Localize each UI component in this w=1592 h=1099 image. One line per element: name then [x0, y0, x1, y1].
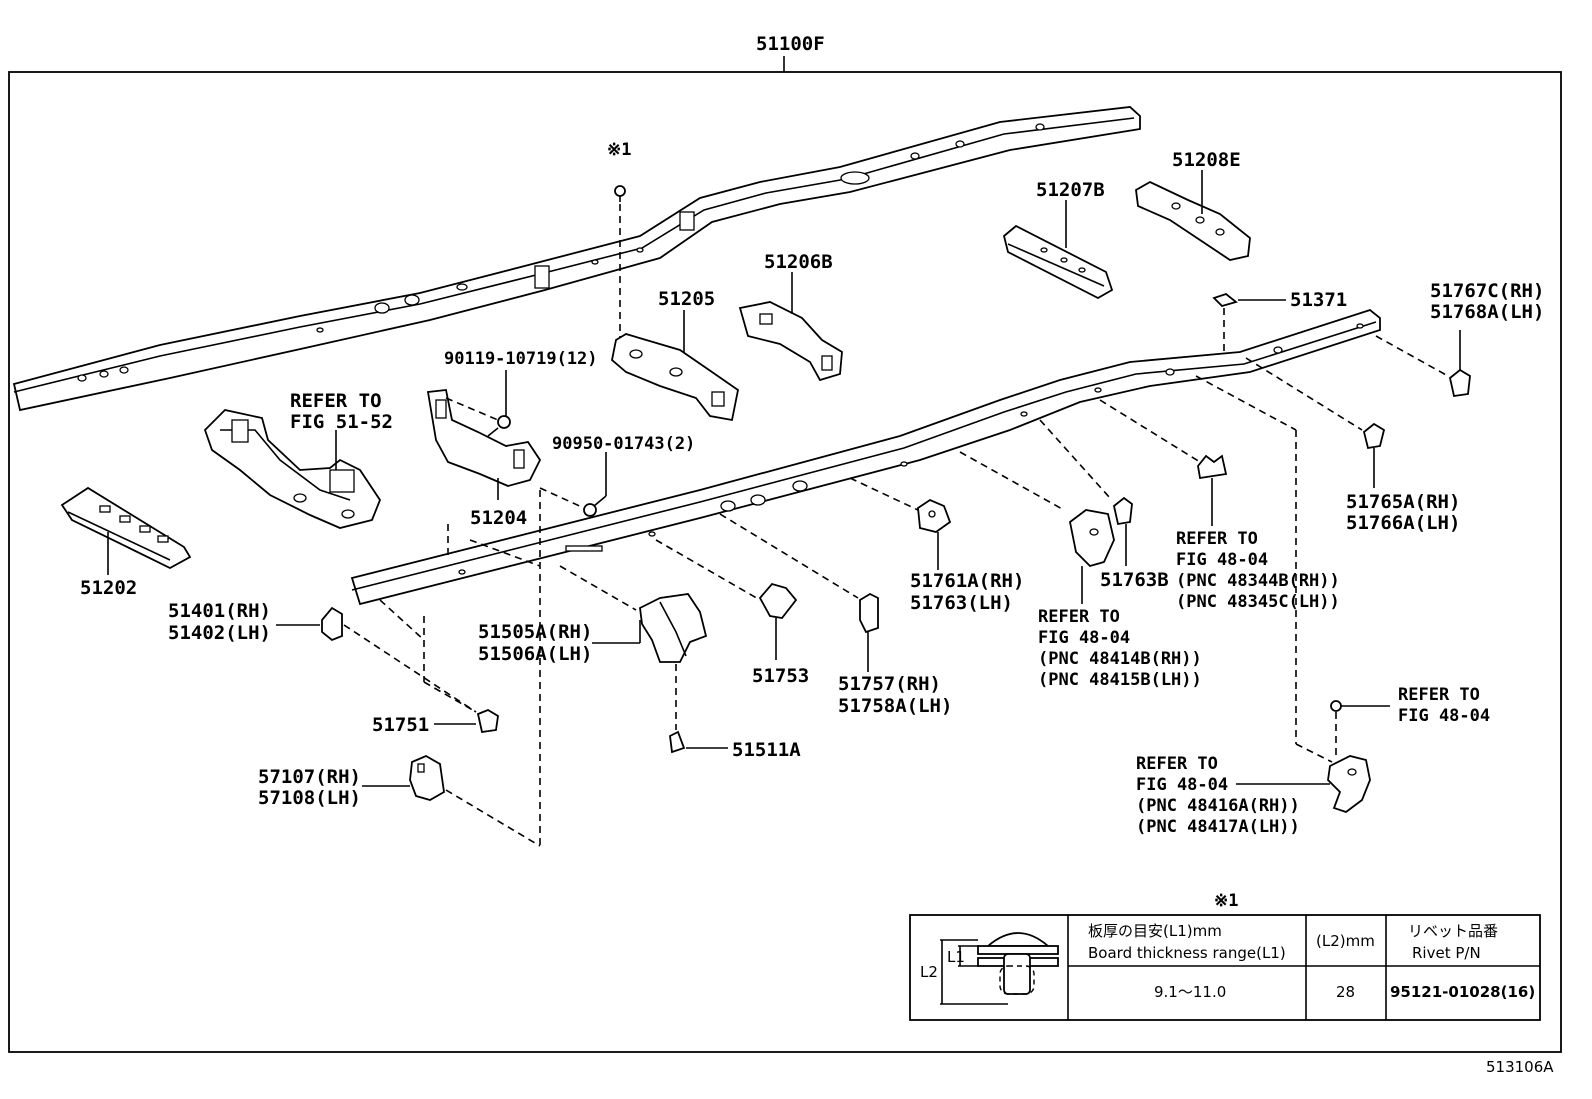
bracket-51761a[interactable] [917, 498, 952, 533]
label-51202: 51202 [80, 577, 137, 599]
label-51767c: 51767C(RH) [1430, 280, 1544, 302]
header-rivet-jp: リベット品番 [1408, 922, 1498, 940]
label-51763: 51763(LH) [910, 592, 1013, 614]
label-51206b: 51206B [764, 251, 833, 273]
bracket-48344b[interactable] [1197, 454, 1228, 480]
label-51763b: 51763B [1100, 569, 1169, 591]
label-refer-48414b-d: (PNC 48415B(LH)) [1038, 670, 1202, 690]
label-51758a: 51758A(LH) [838, 695, 952, 717]
table-title: ※1 [1214, 891, 1238, 911]
label-51207b: 51207B [1036, 179, 1105, 201]
bracket-51763b[interactable] [1112, 496, 1133, 526]
label-refer-48416a-a: REFER TO [1136, 754, 1218, 774]
rivet-icon [614, 185, 626, 202]
label-51768a: 51768A(LH) [1430, 301, 1544, 323]
label-51751: 51751 [372, 714, 429, 736]
label-57108: 57108(LH) [258, 787, 361, 809]
crossmember-51208e[interactable] [1135, 180, 1251, 261]
bracket-48416a[interactable] [1327, 755, 1371, 814]
bracket-51753[interactable] [758, 582, 798, 619]
front-crossmember-assembly[interactable] [203, 409, 382, 529]
label-51205: 51205 [658, 288, 715, 310]
bracket-48414b[interactable] [1069, 509, 1115, 568]
bracket-51505a[interactable] [639, 593, 708, 663]
label-51765a: 51765A(RH) [1346, 491, 1460, 513]
label-refer-48416a-d: (PNC 48417A(LH)) [1136, 817, 1300, 837]
rivet-note-mark: ※1 [607, 140, 631, 160]
bracket-51511a[interactable] [669, 730, 686, 754]
label-refer-48344b-d: (PNC 48345C(LH)) [1176, 592, 1340, 612]
bracket-57107[interactable] [409, 754, 445, 801]
assembly-label: 51100F [756, 33, 825, 55]
bracket-51751[interactable] [476, 708, 499, 734]
bracket-51371[interactable] [1212, 292, 1238, 308]
cell-rivet-pn: 95121-01028(16) [1390, 983, 1535, 1001]
bracket-51401[interactable] [321, 606, 343, 642]
header-rivet-en: Rivet P/N [1412, 944, 1481, 962]
label-51402: 51402(LH) [168, 622, 271, 644]
label-refer-4804-a: REFER TO [1398, 685, 1480, 705]
header-l2: (L2)mm [1316, 932, 1375, 950]
bolt-icon [487, 415, 511, 437]
label-90950: 90950-01743(2) [552, 434, 695, 454]
cell-thickness: 9.1～11.0 [1154, 983, 1226, 1001]
label-51506a: 51506A(LH) [478, 643, 592, 665]
crossmember-51206b[interactable] [738, 301, 843, 382]
label-refer-48414b-c: (PNC 48414B(RH)) [1038, 649, 1202, 669]
header-thickness-en: Board thickness range(L1) [1088, 944, 1286, 962]
crossmember-51207b[interactable] [1002, 224, 1114, 300]
label-51757: 51757(RH) [838, 673, 941, 695]
dim-l2: L2 [920, 963, 938, 981]
label-refer-48344b-c: (PNC 48344B(RH)) [1176, 571, 1340, 591]
label-refer-4804-b: FIG 48-04 [1398, 706, 1490, 726]
label-refer-51-52-b: FIG 51-52 [290, 411, 393, 433]
diagram-border [8, 71, 1562, 1053]
bracket-51204[interactable] [426, 389, 542, 487]
label-51505a: 51505A(RH) [478, 621, 592, 643]
rivet-icon [1330, 700, 1342, 712]
label-51204: 51204 [470, 507, 527, 529]
header-thickness-jp: 板厚の目安(L1)mm [1088, 922, 1222, 940]
rivet-section-icon [940, 932, 1059, 1005]
crossmember-51205[interactable] [611, 333, 739, 422]
label-51208e: 51208E [1172, 149, 1241, 171]
bracket-51757[interactable] [859, 592, 879, 634]
bracket-51767c[interactable] [1448, 368, 1471, 398]
label-57107: 57107(RH) [258, 766, 361, 788]
label-refer-48416a-c: (PNC 48416A(RH)) [1136, 796, 1300, 816]
label-refer-51-52-a: REFER TO [290, 390, 382, 412]
lower-frame-rail[interactable] [350, 308, 1381, 606]
label-refer-48416a-b: FIG 48-04 [1136, 775, 1228, 795]
label-51401: 51401(RH) [168, 600, 271, 622]
label-90119: 90119-10719(12) [444, 349, 598, 369]
bracket-51765a[interactable] [1362, 422, 1386, 450]
nut-icon [583, 503, 597, 517]
crossmember-51202[interactable] [60, 486, 192, 570]
rivet-table: L1 L2 板厚の目安(L1)mm Board thickness range(… [909, 914, 1541, 1021]
label-51766a: 51766A(LH) [1346, 512, 1460, 534]
dim-l1: L1 [947, 948, 965, 966]
label-refer-48414b-a: REFER TO [1038, 607, 1120, 627]
label-51761a: 51761A(RH) [910, 570, 1024, 592]
label-refer-48344b-b: FIG 48-04 [1176, 550, 1268, 570]
label-51753: 51753 [752, 665, 809, 687]
label-51371: 51371 [1290, 289, 1347, 311]
cell-l2: 28 [1336, 983, 1355, 1001]
label-refer-48344b-a: REFER TO [1176, 529, 1258, 549]
label-refer-48414b-b: FIG 48-04 [1038, 628, 1130, 648]
upper-frame-rail[interactable] [12, 106, 1141, 412]
label-51511a: 51511A [732, 739, 801, 761]
figure-code: 513106A [1486, 1058, 1554, 1076]
